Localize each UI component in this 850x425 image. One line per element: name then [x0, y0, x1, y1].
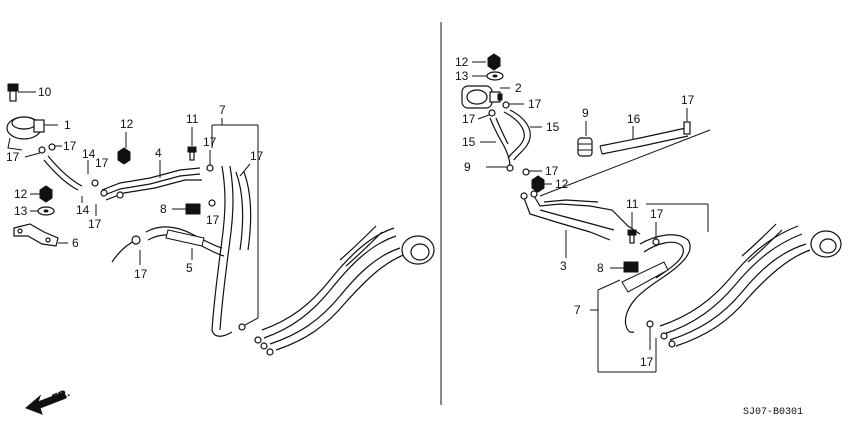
hose-part-15-upper — [503, 109, 531, 161]
bracket-part-6 — [13, 223, 59, 247]
label-12-b: 12 — [14, 187, 28, 201]
nut-part-12-left-b — [39, 185, 53, 203]
label-8-a: 8 — [160, 202, 167, 216]
label-17-r-b: 17 — [462, 112, 476, 126]
pipe-part-3 — [520, 190, 641, 241]
label-17-r-e: 17 — [681, 93, 695, 107]
label-9: 9 — [582, 106, 589, 120]
label-17-f: 17 — [206, 213, 220, 227]
label-17-a: 17 — [6, 150, 20, 164]
nut-part-12-left — [117, 147, 131, 165]
label-15-a: 15 — [546, 120, 560, 134]
label-17-h: 17 — [134, 267, 148, 281]
clamp-part-17-right — [683, 121, 691, 135]
label-16: 16 — [627, 112, 641, 126]
label-17-r-d: 17 — [545, 164, 559, 178]
hose-part-7-left — [211, 165, 252, 337]
label-14-a: 14 — [82, 147, 96, 161]
left-panel: 10 1 17 17 14 17 12 — [6, 83, 435, 356]
label-12-c: 12 — [455, 55, 469, 69]
label-17-r-c: 9 — [464, 160, 471, 174]
label-13-b: 13 — [455, 69, 469, 83]
label-17-g: 17 — [88, 217, 102, 231]
tube-part-16 — [599, 127, 689, 155]
hose-part-5 — [145, 226, 225, 257]
screw-part-11-left — [187, 146, 197, 161]
label-1: 1 — [64, 118, 71, 132]
canister-part-1 — [6, 116, 45, 151]
label-17-b: 17 — [63, 139, 77, 153]
washer-part-13-right — [486, 71, 504, 81]
label-17-e: 17 — [250, 149, 264, 163]
label-17-r-f: 17 — [650, 207, 664, 221]
label-10: 10 — [38, 85, 52, 99]
hose-part-15-lower — [489, 117, 511, 167]
nut-part-12-right — [487, 53, 501, 71]
label-13: 13 — [14, 204, 28, 218]
right-panel: 12 13 2 17 17 15 — [455, 53, 842, 373]
label-17-r-g: 17 — [640, 355, 654, 369]
label-7-a: 7 — [219, 103, 226, 117]
label-5: 5 — [186, 261, 193, 275]
label-11-b: 11 — [626, 197, 639, 211]
filler-pipe-right — [659, 223, 842, 348]
label-17-c: 17 — [95, 156, 109, 170]
front-direction-arrow: FR. — [25, 387, 72, 415]
nut-part-12-right-b — [531, 175, 545, 193]
bracket-part-8-left — [185, 203, 201, 215]
grommet-part-9 — [577, 137, 593, 157]
direction-label: FR. — [51, 387, 72, 405]
screw-part-11-right — [627, 229, 637, 244]
canister-part-2 — [461, 85, 503, 109]
label-17-r-a: 17 — [528, 97, 542, 111]
label-12-a: 12 — [120, 117, 134, 131]
washer-part-13 — [37, 206, 55, 216]
label-4: 4 — [155, 146, 162, 160]
label-14-b: 14 — [76, 203, 90, 217]
pipe-part-4 — [100, 167, 202, 201]
hose-part-7-right — [621, 234, 691, 333]
label-2: 2 — [515, 81, 522, 95]
label-3: 3 — [560, 259, 567, 273]
label-11-a: 11 — [186, 112, 199, 126]
filler-pipe-left — [254, 225, 435, 356]
bolt-part-10 — [7, 83, 19, 102]
hose-end-left — [111, 235, 141, 263]
label-7-b: 7 — [574, 303, 581, 317]
label-12-d: 12 — [555, 177, 569, 191]
label-6: 6 — [72, 236, 79, 250]
diagram-code: SJ07-B0301 — [743, 407, 803, 418]
label-15-b: 15 — [462, 135, 476, 149]
label-17-d: 17 — [203, 135, 217, 149]
bracket-part-8-right — [623, 261, 639, 273]
label-8-b: 8 — [597, 261, 604, 275]
